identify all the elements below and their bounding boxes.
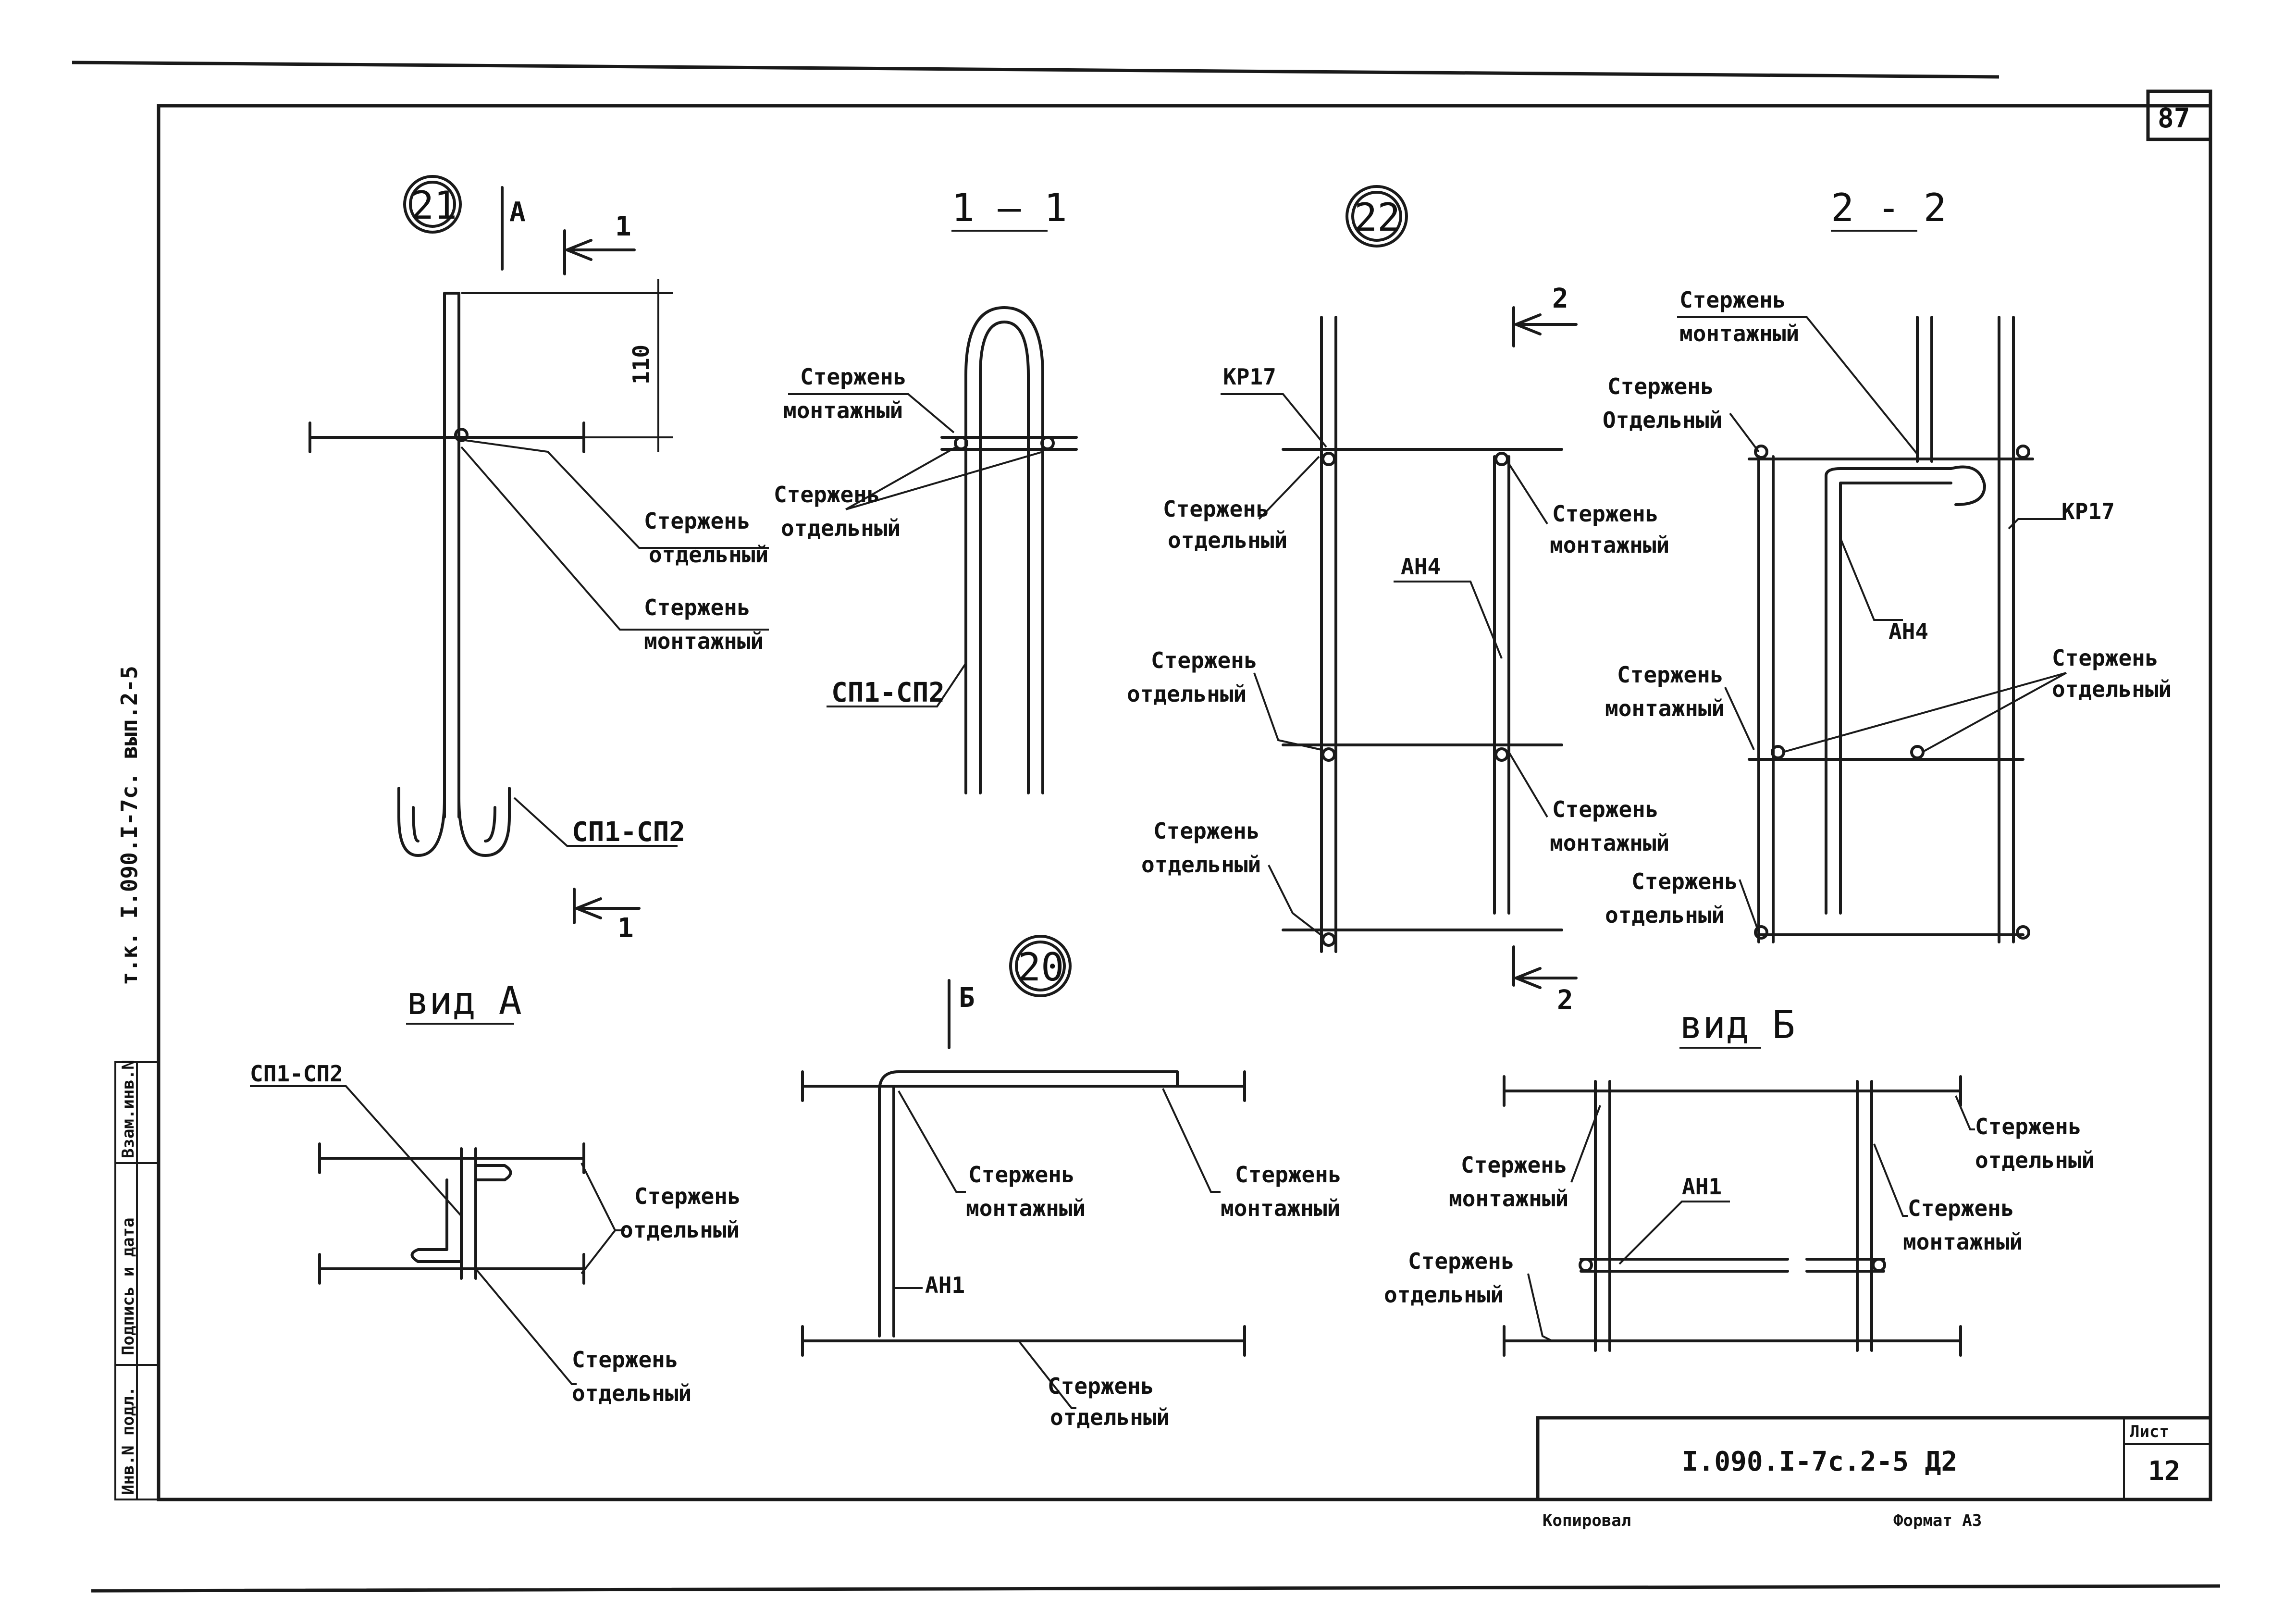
d22-rod-3: Стержень <box>1151 647 1258 673</box>
d22-rod-1: Стержень <box>1163 496 1270 522</box>
vb-mounting-1: монтажный <box>1449 1186 1568 1212</box>
copied-label: Копировал <box>1543 1511 1631 1530</box>
s22-separate-2: отдельный <box>1605 902 1725 928</box>
s22-kr17: КР17 <box>2061 498 2115 524</box>
d20-mounting-1: монтажный <box>966 1195 1086 1221</box>
outer-frame <box>72 61 2221 1593</box>
d21-rod-2: Стержень <box>644 595 751 620</box>
vb-rod-2: Стержень <box>1461 1152 1568 1178</box>
sheet-number: 12 <box>2148 1456 2180 1487</box>
s22-separate-cap: Отдельный <box>1603 407 1722 433</box>
dim-110: 110 <box>628 345 654 384</box>
s22-mounting-2: монтажный <box>1605 695 1725 721</box>
d20-rod-2: Стержень <box>1235 1162 1342 1188</box>
view-b-title: вид Б <box>1679 1003 1795 1047</box>
s22-rod-1: Стержень <box>1679 287 1786 313</box>
vb-rod-1: Стержень <box>1975 1114 2082 1140</box>
d21-mounting: монтажный <box>644 628 764 654</box>
va-sp: СП1-СП2 <box>250 1061 343 1087</box>
s22-rod-3: Стержень <box>2052 645 2159 671</box>
d20-rod-1: Стержень <box>968 1162 1075 1188</box>
d22-rod-4: Стержень <box>1552 796 1659 822</box>
d22-mounting-1: монтажный <box>1550 532 1669 558</box>
d22-separate-1: отдельный <box>1168 527 1287 553</box>
title-code: I.090.I-7с.2-5 Д2 <box>1682 1446 1957 1477</box>
s11-rod-2: Стержень <box>774 482 880 508</box>
s22-rod-2: Стержень <box>1607 373 1714 399</box>
section-1-1-title: 1 – 1 <box>951 186 1067 230</box>
page-number: 87 <box>2158 103 2190 134</box>
d20-separate: отдельный <box>1050 1404 1170 1430</box>
s22-rod-4: Стержень <box>1617 662 1724 688</box>
va-separate-2: отдельный <box>572 1380 691 1406</box>
side-stamp: т.к. I.090.I-7с. вып.2-5 <box>116 666 142 985</box>
d21-separate: отдельный <box>649 542 768 568</box>
sheet-label: Лист <box>2130 1422 2169 1441</box>
d21-sp: СП1-СП2 <box>572 817 685 848</box>
vb-an1: АН1 <box>1682 1174 1722 1200</box>
arrow-a-label: А <box>509 197 526 228</box>
stamp-zam: Взам.инв.N <box>119 1060 138 1158</box>
s22-mounting-1: монтажный <box>1679 321 1799 347</box>
vb-separate-2: отдельный <box>1384 1282 1504 1308</box>
va-separate-1: отдельный <box>620 1217 740 1243</box>
arrow-b-label: Б <box>959 982 975 1014</box>
s22-separate-1: отдельный <box>2052 676 2172 702</box>
d22-rod-2: Стержень <box>1552 501 1659 527</box>
view-a-title: вид А <box>406 979 522 1023</box>
section-1-top: 1 <box>615 211 631 242</box>
d22-kr17: КР17 <box>1223 364 1276 390</box>
va-rod-2: Стержень <box>572 1347 679 1373</box>
format-label: Формат А3 <box>1893 1511 1982 1530</box>
d20-an1: АН1 <box>925 1272 965 1298</box>
section-1-bottom: 1 <box>617 913 634 944</box>
d22-an4: АН4 <box>1401 554 1441 580</box>
section-2-bottom: 2 <box>1557 985 1573 1016</box>
s11-mounting: монтажный <box>783 397 903 423</box>
section-2-2-title: 2 - 2 <box>1831 186 1947 230</box>
title-block <box>1536 1416 2212 1501</box>
section-2-top: 2 <box>1552 283 1568 314</box>
vb-separate-1: отдельный <box>1975 1147 2095 1173</box>
stamp-sign: Подпись и дата <box>119 1217 138 1355</box>
s11-rod-1: Стержень <box>800 364 907 390</box>
s11-separate: отдельный <box>781 515 901 541</box>
drawing-frame <box>157 104 2212 1501</box>
d22-separate-3: отдельный <box>1141 852 1261 878</box>
s22-an4: АН4 <box>1889 619 1928 644</box>
stamp-inv: Инв.N подл. <box>119 1387 138 1495</box>
d20-rod-3: Стержень <box>1048 1373 1154 1399</box>
vb-mounting-2: монтажный <box>1903 1229 2023 1255</box>
s22-rod-5: Стержень <box>1631 868 1738 894</box>
d22-mounting-2: монтажный <box>1550 830 1669 856</box>
d22-rod-5: Стержень <box>1153 818 1260 844</box>
d22-separate-2: отдельный <box>1127 681 1247 707</box>
d20-mounting-2: монтажный <box>1221 1195 1340 1221</box>
callout-22-num: 22 <box>1354 195 1400 240</box>
vb-rod-4: Стержень <box>1408 1248 1515 1274</box>
va-rod-1: Стержень <box>634 1183 741 1209</box>
s11-sp: СП1-СП2 <box>831 677 945 708</box>
vb-rod-3: Стержень <box>1908 1195 2014 1221</box>
callout-21-num: 21 <box>411 183 457 228</box>
d21-rod-1: Стержень <box>644 508 751 534</box>
page-number-box <box>2146 89 2212 141</box>
callout-20-num: 20 <box>1018 945 1064 990</box>
